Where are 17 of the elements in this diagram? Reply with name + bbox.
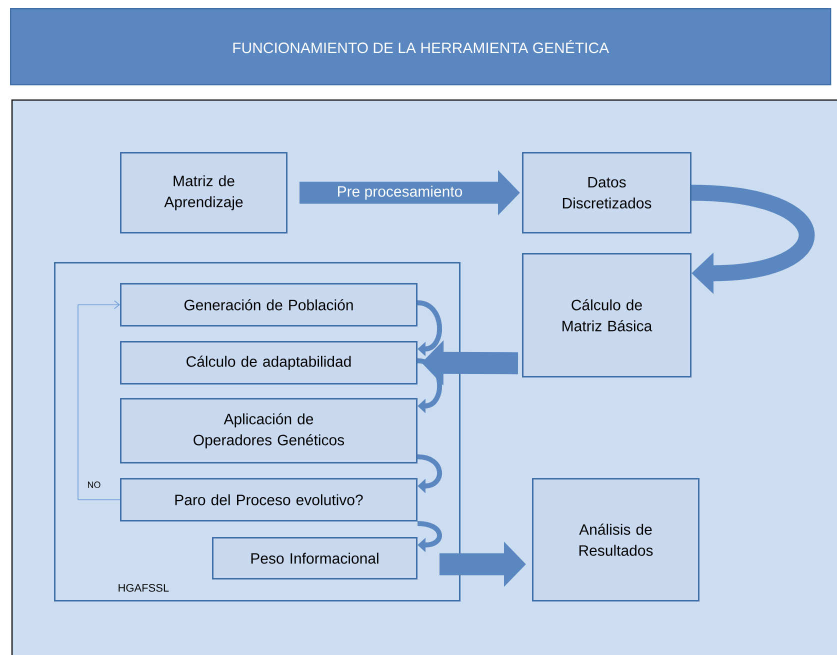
arrow (417, 521, 442, 552)
process-box: Paro del Proceso evolutivo? (120, 478, 418, 522)
arrow (78, 300, 120, 500)
edge-label: NO (88, 482, 100, 488)
arrow (417, 454, 442, 494)
process-box: Peso Informacional (212, 537, 418, 580)
process-box: Cálculo de Matriz Básica (522, 253, 692, 378)
edge-label: Pre procesamiento (338, 186, 462, 200)
process-box: Generación de Población (120, 283, 418, 326)
title-band: FUNCIONAMIENTO DE LA HERRAMIENTA GENÉTICA (10, 8, 832, 86)
arrow (691, 184, 814, 294)
process-box: Matriz de Aprendizaje (120, 152, 288, 234)
process-box: Análisis de Resultados (532, 478, 700, 602)
process-box: Aplicación de Operadores Genéticos (120, 398, 418, 464)
arrow (417, 358, 442, 414)
process-box: Cálculo de adaptabilidad (120, 341, 418, 384)
process-box: Datos Discretizados (522, 152, 692, 234)
